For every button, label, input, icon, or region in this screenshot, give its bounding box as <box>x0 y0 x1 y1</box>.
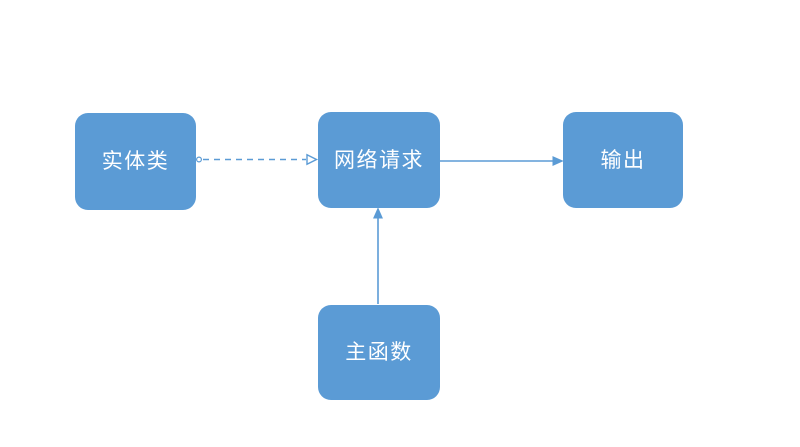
node-label: 输出 <box>600 147 646 172</box>
node-entity-class[interactable]: 实体类 <box>75 113 196 210</box>
connector-main-to-network[interactable] <box>373 207 383 305</box>
node-output[interactable]: 输出 <box>563 112 683 208</box>
open-arrowhead-icon <box>306 153 319 166</box>
filled-arrowhead-icon <box>373 207 383 219</box>
connector-network-to-output[interactable] <box>440 156 564 166</box>
node-main-function[interactable]: 主函数 <box>318 305 440 400</box>
node-label: 网络请求 <box>334 147 424 172</box>
connector-origin-dot-icon <box>196 156 203 163</box>
node-label: 主函数 <box>345 340 413 364</box>
filled-arrowhead-icon <box>552 156 564 166</box>
node-label: 实体类 <box>101 149 170 173</box>
node-network-request[interactable]: 网络请求 <box>318 112 440 208</box>
connector-entity-to-network[interactable] <box>196 153 319 166</box>
